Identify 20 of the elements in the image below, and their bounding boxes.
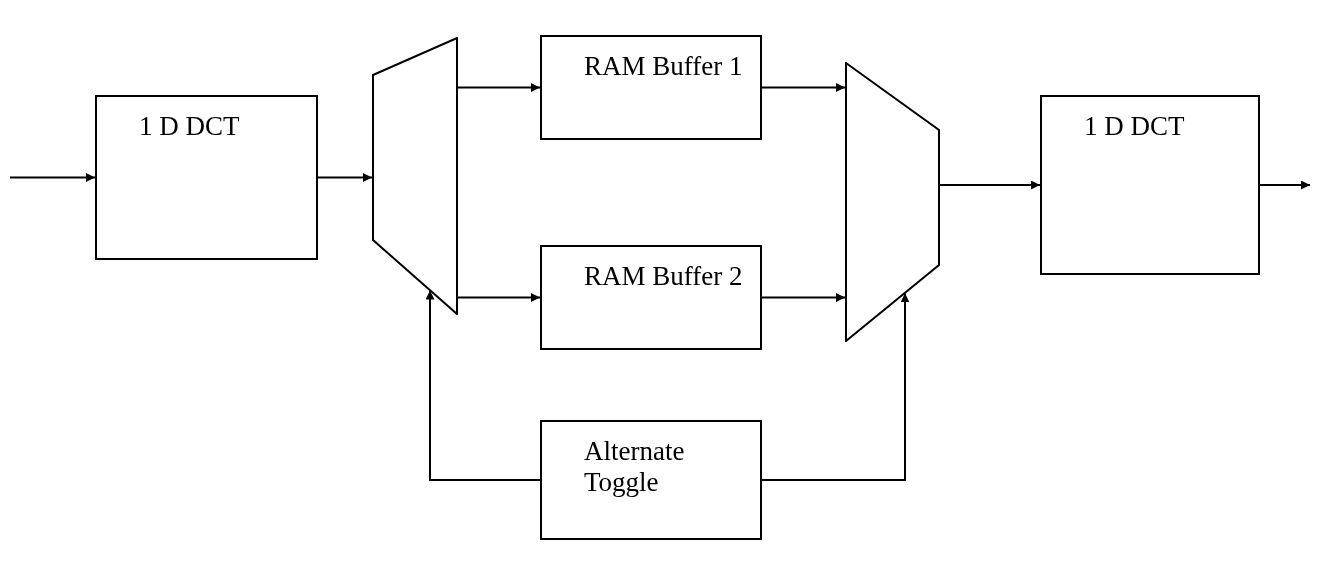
box-label: 1 D DCT bbox=[139, 111, 241, 142]
process-box bbox=[1040, 95, 1260, 275]
box-label: RAM Buffer 2 bbox=[584, 261, 744, 292]
arrow bbox=[425, 289, 541, 481]
arrow bbox=[317, 173, 373, 182]
arrow bbox=[457, 293, 541, 302]
process-box bbox=[540, 420, 762, 540]
arrow bbox=[761, 293, 846, 302]
arrow bbox=[939, 180, 1041, 190]
box-label: 1 D DCT bbox=[1084, 111, 1186, 142]
arrow bbox=[761, 83, 846, 92]
arrow bbox=[761, 292, 910, 481]
arrow bbox=[1259, 180, 1311, 190]
box-label: RAM Buffer 1 bbox=[584, 51, 744, 82]
process-box bbox=[95, 95, 318, 260]
arrow bbox=[457, 83, 541, 92]
box-label: Alternate Toggle bbox=[584, 436, 686, 498]
process-box bbox=[540, 35, 762, 140]
process-box bbox=[540, 245, 762, 350]
arrow bbox=[9, 173, 96, 182]
